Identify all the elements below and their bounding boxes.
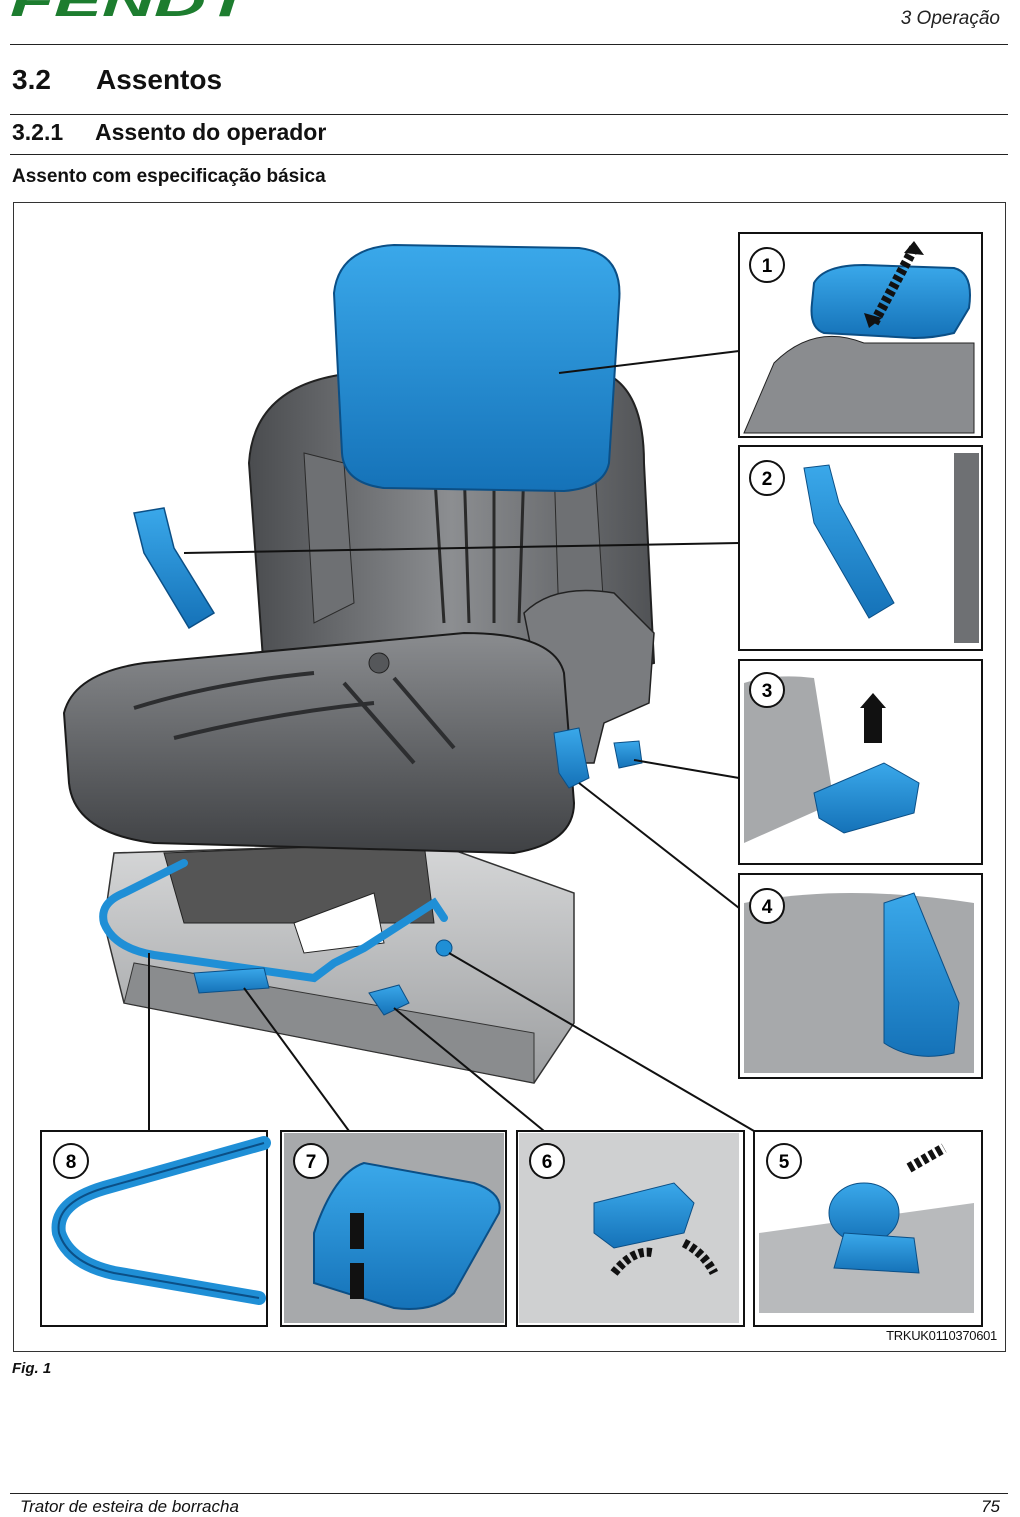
subsection-number: 3.2.1 (12, 119, 64, 145)
chapter-label: 3 Operação (900, 8, 1000, 29)
seat-cushion (62, 631, 576, 855)
subheading: Assento com especificação básica (12, 166, 326, 187)
svg-text:FENDT: FENDT (10, 0, 255, 22)
fore-aft-bar (99, 859, 448, 983)
inset-7-lever (284, 1133, 504, 1323)
footer-rule (10, 1493, 1008, 1494)
inset-2-belt (803, 453, 979, 643)
section-number: 3.2 (12, 64, 51, 95)
inset-5-knob (759, 1143, 974, 1313)
svg-text:2: 2 (762, 469, 773, 490)
inset-8-bar (51, 1136, 271, 1305)
height-lever (193, 967, 270, 994)
callout-2: 2 (749, 460, 785, 496)
fendt-logo: FENDT (10, 0, 255, 22)
headrest (332, 243, 621, 493)
callout-3: 3 (749, 672, 785, 708)
callout-1: 1 (749, 247, 785, 283)
callout-6: 6 (529, 1143, 565, 1179)
callouts: 1 2 3 4 5 6 7 8 (53, 247, 802, 1179)
inset-6-knob (519, 1133, 739, 1323)
svg-text:3: 3 (762, 681, 773, 702)
figure-caption: Fig. 1 (12, 1360, 52, 1377)
leader-lines (148, 350, 755, 1132)
inset-3-lever (744, 676, 920, 843)
seat-illustration: 1 2 3 4 5 6 7 8 (40, 232, 983, 1327)
svg-text:8: 8 (66, 1152, 77, 1173)
lumbar-lever (613, 740, 643, 769)
figure-code: TRKUK0110370601 (886, 1328, 997, 1343)
section-rule (10, 114, 1008, 115)
callout-7: 7 (293, 1143, 329, 1179)
subsection-title: Assento do operador (95, 119, 327, 145)
svg-text:5: 5 (779, 1152, 790, 1173)
svg-text:7: 7 (306, 1152, 317, 1173)
inset-4-lever (744, 892, 974, 1073)
section-title: Assentos (96, 64, 223, 95)
subsection-heading: 3.2.1 Assento do operador (12, 119, 326, 146)
svg-text:4: 4 (762, 897, 773, 918)
callout-8: 8 (53, 1143, 89, 1179)
suspension-knob (368, 984, 410, 1016)
subsection-rule (10, 154, 1008, 155)
seat-belt (133, 507, 216, 630)
callout-4: 4 (749, 888, 785, 924)
footer-title: Trator de esteira de borracha (20, 1497, 239, 1516)
section-heading: 3.2 Assentos (12, 64, 222, 96)
header-rule (10, 44, 1008, 45)
svg-text:1: 1 (762, 256, 773, 277)
page-number: 75 (981, 1497, 1000, 1516)
seat-figure: 1 2 3 4 5 6 7 8 TRKUK0110370601 (13, 202, 1006, 1352)
svg-text:6: 6 (542, 1152, 553, 1173)
callout-5: 5 (766, 1143, 802, 1179)
inset-1-headrest (743, 241, 975, 434)
weight-knob (435, 939, 453, 957)
